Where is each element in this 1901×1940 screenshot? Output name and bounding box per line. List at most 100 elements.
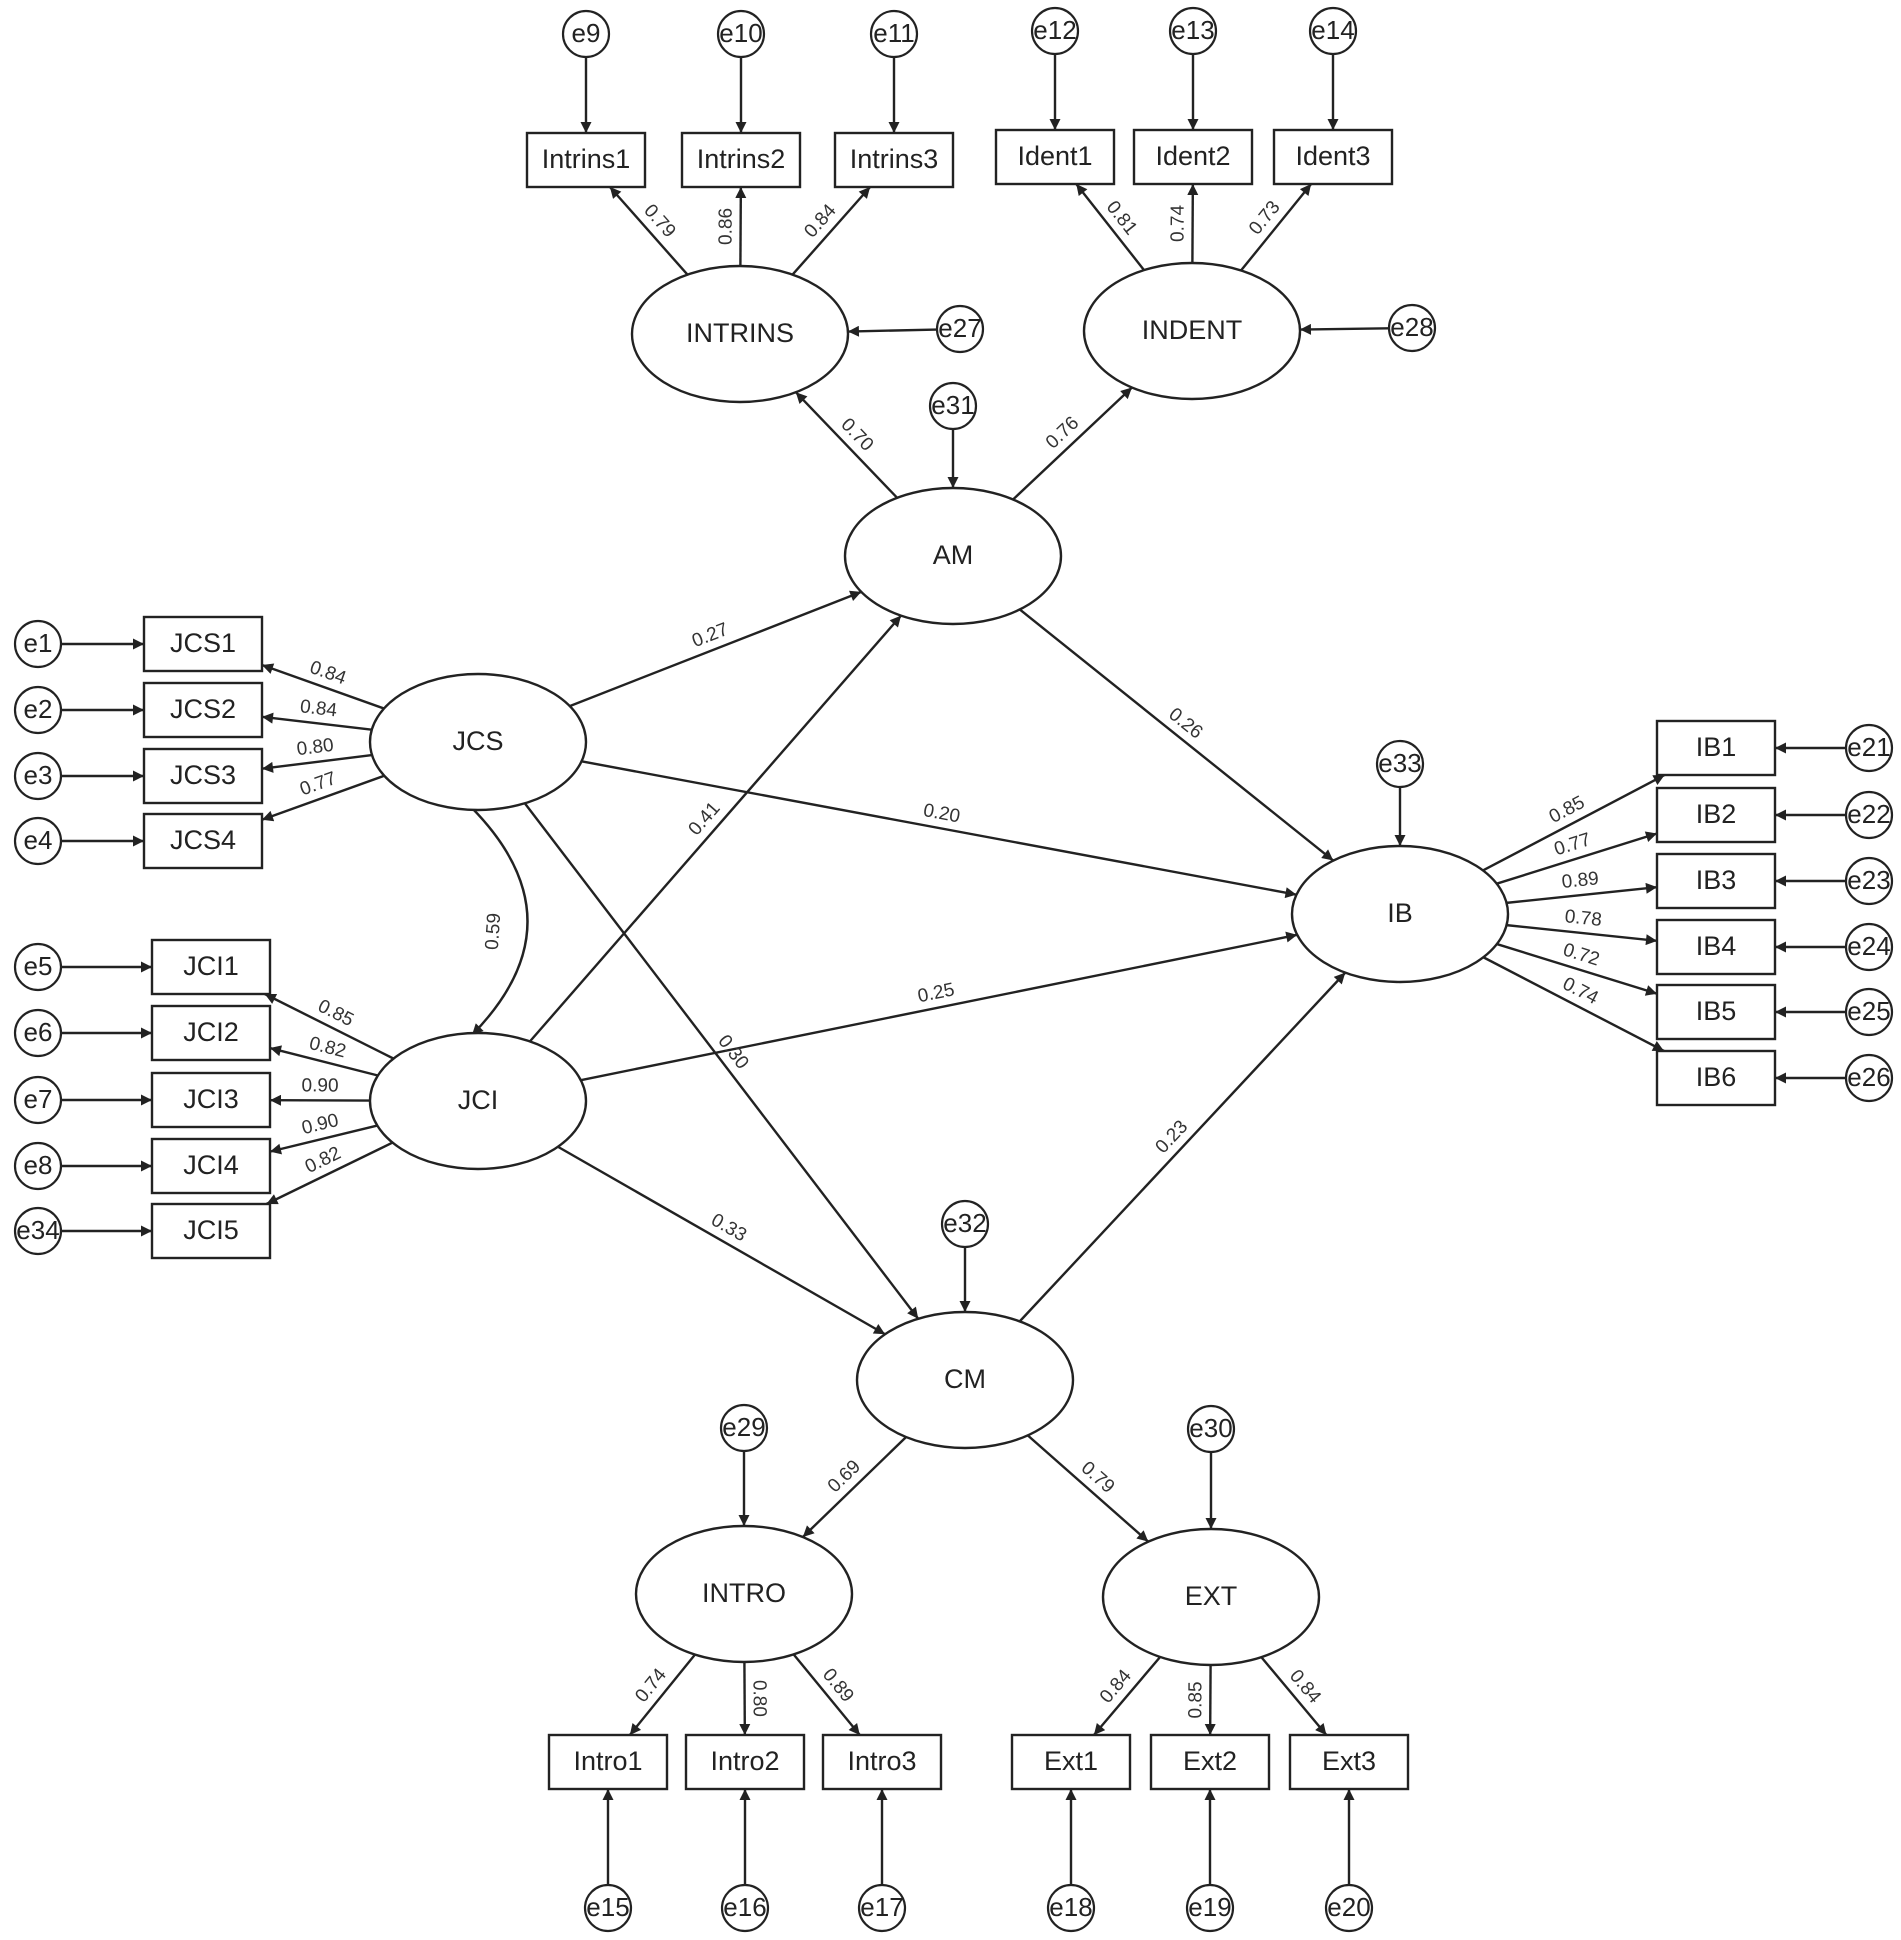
indicator-label: Intro1 <box>573 1746 642 1776</box>
indicator-label: Ident2 <box>1155 141 1230 171</box>
indicator-label: JCS4 <box>170 825 236 855</box>
indicator-jcs3: JCS3 <box>142 747 264 805</box>
error-path-e28 <box>1299 323 1390 335</box>
error-e30: e30 <box>1186 1404 1236 1454</box>
error-label: e23 <box>1847 865 1890 895</box>
indicator-box <box>547 1733 669 1791</box>
error-label: e27 <box>938 313 981 343</box>
error-label: e22 <box>1847 799 1890 829</box>
error-e16: e16 <box>720 1883 770 1933</box>
indicator-box <box>150 1137 272 1195</box>
path-intro-to-intro1 <box>628 1653 696 1736</box>
error-e24: e24 <box>1844 922 1894 972</box>
error-label: e8 <box>24 1150 53 1180</box>
indicator-intro1: Intro1 <box>547 1733 669 1791</box>
error-e8: e8 <box>13 1141 63 1191</box>
error-label: e16 <box>723 1892 766 1922</box>
path-jcs-to-jcs1 <box>261 663 385 710</box>
coefficient-label: 0.85 <box>1546 792 1589 828</box>
latent-label: JCS <box>452 726 503 756</box>
path-ext-to-ext1 <box>1092 1656 1162 1736</box>
error-label: e15 <box>586 1892 629 1922</box>
coefficient-label: 0.26 <box>1165 704 1207 744</box>
path-intro-to-intro3 <box>792 1653 861 1736</box>
indicator-box <box>994 128 1116 186</box>
indicator-jci3: JCI3 <box>150 1071 272 1129</box>
coefficient-label: 0.84 <box>1096 1665 1136 1707</box>
error-e34: e34 <box>13 1206 63 1256</box>
path-ib-to-ib4 <box>1506 923 1658 946</box>
error-label: e21 <box>1847 732 1890 762</box>
latent-ellipse <box>1290 844 1510 984</box>
path-cm-to-ext <box>1026 1434 1150 1543</box>
indicator-ib5: IB5 <box>1655 983 1777 1041</box>
error-label: e10 <box>719 18 762 48</box>
path-cm-to-intro <box>802 1436 907 1538</box>
indicator-ib6: IB6 <box>1655 1049 1777 1107</box>
coefficient-label: 0.84 <box>299 696 339 721</box>
coefficient-label: 0.89 <box>1561 868 1600 893</box>
indicator-ext1: Ext1 <box>1010 1733 1132 1791</box>
error-circle <box>1168 6 1218 56</box>
indicator-ib1: IB1 <box>1655 719 1777 777</box>
error-label: e24 <box>1847 931 1890 961</box>
error-e14: e14 <box>1308 6 1358 56</box>
indicator-box <box>833 131 955 189</box>
path-indent-to-ident3 <box>1240 183 1313 272</box>
error-circle <box>583 1883 633 1933</box>
error-circle <box>928 381 978 431</box>
indicator-box <box>142 681 264 739</box>
indicator-ident3: Ident3 <box>1272 128 1394 186</box>
indicator-ext2: Ext2 <box>1149 1733 1271 1791</box>
indicator-box <box>1010 1733 1132 1791</box>
coefficient-label: 0.33 <box>707 1210 750 1247</box>
path-jcs-to-jcs3 <box>261 753 373 773</box>
latent-ellipse <box>855 1310 1075 1450</box>
coefficient-label: 0.70 <box>837 414 878 455</box>
indicator-label: Intrins1 <box>542 144 631 174</box>
indicator-label: Ext1 <box>1044 1746 1098 1776</box>
indicator-box <box>680 131 802 189</box>
path-ib-to-ib1 <box>1482 773 1666 872</box>
path-ext-to-ext3 <box>1260 1656 1328 1736</box>
indicator-box <box>1655 786 1777 844</box>
coefficient-label: 0.41 <box>685 798 725 840</box>
indicator-label: JCI3 <box>183 1084 239 1114</box>
path-ib-to-ib3 <box>1506 882 1658 905</box>
error-e26: e26 <box>1844 1053 1894 1103</box>
indicator-box <box>684 1733 806 1791</box>
coefficient-label: 0.69 <box>824 1456 865 1497</box>
indicator-intro2: Intro2 <box>684 1733 806 1791</box>
coefficient-label: 0.25 <box>916 979 956 1007</box>
latent-ellipse <box>368 672 588 812</box>
latent-ellipse <box>630 264 850 404</box>
error-e29: e29 <box>719 1403 769 1453</box>
error-circle <box>1186 1404 1236 1454</box>
latent-jci: JCI <box>368 1031 588 1171</box>
coefficient-label: 0.89 <box>818 1665 858 1707</box>
error-e27: e27 <box>935 304 985 354</box>
path-intrins-to-intrins3 <box>791 186 872 276</box>
path-jcs-to-jcs2 <box>261 712 372 731</box>
indicator-ib2: IB2 <box>1655 786 1777 844</box>
indicator-label: JCI5 <box>183 1215 239 1245</box>
latent-ellipse <box>634 1524 854 1664</box>
error-e31: e31 <box>928 381 978 431</box>
error-e32: e32 <box>940 1199 990 1249</box>
indicator-box <box>525 131 647 189</box>
indicator-label: JCI2 <box>183 1017 239 1047</box>
coefficient-label: 0.23 <box>1152 1116 1193 1157</box>
indicator-ib4: IB4 <box>1655 918 1777 976</box>
indicator-jci4: JCI4 <box>150 1137 272 1195</box>
error-circle <box>857 1883 907 1933</box>
coefficient-label: 0.79 <box>1077 1458 1119 1498</box>
path-ib-to-ib6 <box>1482 956 1665 1053</box>
error-label: e18 <box>1049 1892 1092 1922</box>
error-circle <box>1844 856 1894 906</box>
path-jcs-to-cm <box>523 802 920 1320</box>
latent-intrins: INTRINS <box>630 264 850 404</box>
error-circle <box>719 1403 769 1453</box>
error-e4: e4 <box>13 816 63 866</box>
latent-label: JCI <box>458 1085 499 1115</box>
error-circle <box>13 619 63 669</box>
